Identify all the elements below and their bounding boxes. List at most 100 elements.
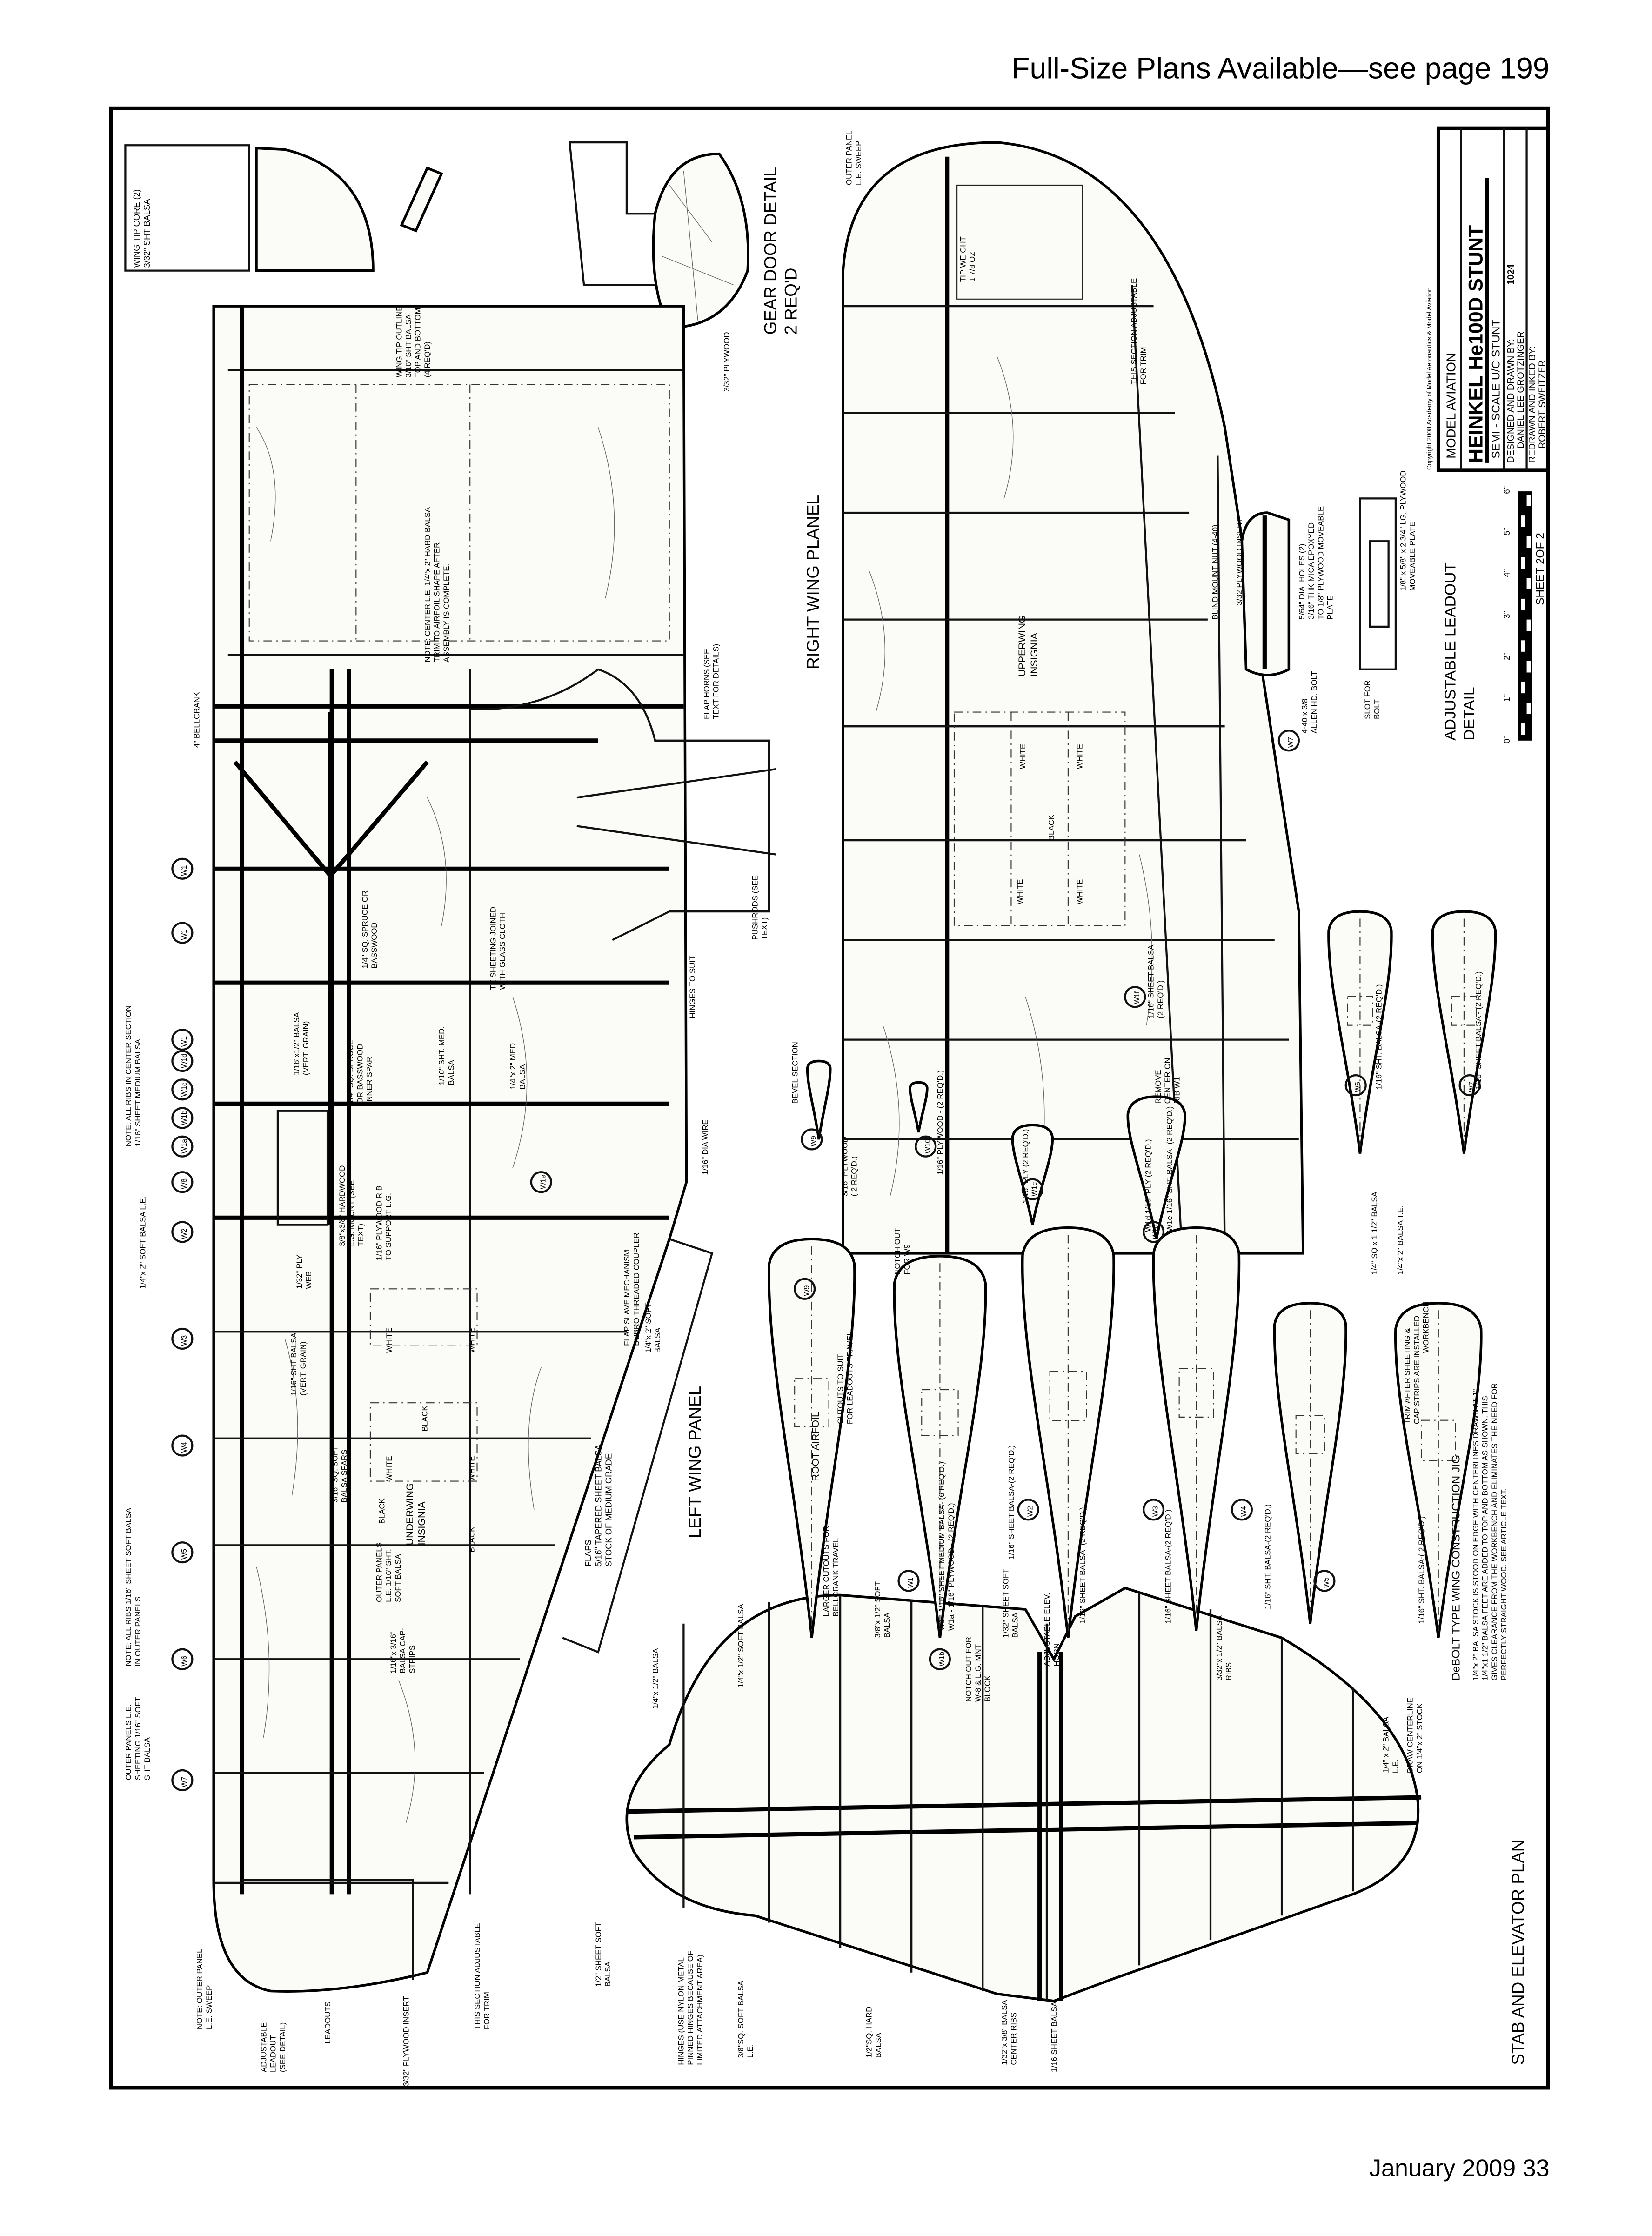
- part-tag-line: W1: [907, 1577, 915, 1588]
- rib-outline: [1011, 1124, 1054, 1225]
- rib-tag: W1b: [181, 1111, 188, 1125]
- note-dia-wire-line: 1/16" DIA WIRE: [701, 1119, 709, 1175]
- note-blind-nut-line: BLIND MOUNT NUT (4-40): [1211, 524, 1219, 619]
- publisher-name-line: MODEL AVIATION: [1444, 353, 1458, 459]
- flaps-label-line: 5/16" TAPERED SHEET BALSA: [593, 1444, 603, 1567]
- white-marking-line: WHITE: [1076, 744, 1084, 769]
- note-jig-te1: 1/4" SQ x 1 1/2" BALSA: [1370, 1191, 1379, 1274]
- note-tip-outline-line: TOP AND BOTTOM: [414, 308, 422, 378]
- rib-tag-line: W1: [181, 1036, 188, 1047]
- scale-bar-segment: [1526, 536, 1531, 548]
- black-marking: BLACK: [1047, 814, 1056, 840]
- note-stab-ribs-line: RIBS: [1224, 1662, 1233, 1680]
- part-tag-circle: [794, 1278, 816, 1300]
- note-bevel: BEVEL SECTION: [790, 1042, 799, 1104]
- note-pushrods-line: TEXT): [760, 917, 769, 940]
- part-tag-circle: [1021, 1178, 1043, 1200]
- underwing-insignia-label-line: INSIGNIA: [416, 1501, 427, 1546]
- rib-tag: W1a: [181, 1139, 188, 1154]
- note-sq-le-line: L.E.: [746, 2044, 755, 2058]
- designer-name: DANIEL LEE GROTZINGER: [1516, 331, 1526, 449]
- root-airfoil-title-line: ROOT AIRFOIL: [810, 1412, 821, 1481]
- part-tag: W9: [810, 1136, 818, 1146]
- part-tag-circle: [530, 1171, 552, 1193]
- jig-title-line: DeBOLT TYPE WING CONSTRUCTION JIG: [1450, 1455, 1463, 1680]
- part-tag: W7: [1287, 737, 1295, 748]
- note-sht-med-line: BALSA: [447, 1060, 455, 1085]
- model-name: HEINKEL He100D STUNT: [1465, 225, 1487, 463]
- note-spruce-line: BASSWOOD: [370, 922, 379, 968]
- part-tag: W4: [1240, 1506, 1248, 1517]
- note-w1f: 1/16" SHEET BALSA(2 REQ'D.): [1147, 944, 1165, 1018]
- note-leadouts: LEADOUTS: [323, 2002, 332, 2044]
- note-center-ribs-stab-line: 1/32"x 3/8" BALSA: [1000, 2000, 1009, 2065]
- scale-tick-line: 0": [1502, 736, 1512, 743]
- note-hard-sq-line: 1/2"SQ. HARD: [864, 2007, 873, 2058]
- note-center-le-line: ASSEMBLY IS COMPLETE.: [442, 564, 451, 663]
- rib-tag: W8: [181, 1178, 188, 1189]
- note-jig-text-line: GIVES CLEARANCE FROM THE WORKBENCH AND E…: [1490, 1383, 1499, 1681]
- note-w1-rib-line: W1a - 1/16" PLYWOOD - (2 REQ'D.): [947, 1503, 956, 1631]
- note-soft-2-line: 1/4"x 2" SOFT: [644, 1303, 653, 1353]
- note-ply-316-line: 3/16" PLYWOOD: [840, 1137, 849, 1196]
- part-tag-circle: [1277, 730, 1300, 752]
- scale-tick: 4": [1502, 569, 1512, 577]
- note-tip-weight-line: 1 7/8 OZ: [968, 252, 977, 282]
- rib-tag: W5: [181, 1549, 188, 1560]
- note-sheet-116: 1/16 SHEET BALSA: [1050, 2001, 1058, 2072]
- note-outer-sweep-r-line: L.E. SWEEP: [854, 141, 863, 185]
- note-ply-rib-line: 1/16" PLYWOOD RIB: [375, 1185, 383, 1260]
- note-trim-line: TRIM AFTER SHEETING &: [1403, 1328, 1412, 1425]
- rib-outline: [909, 1081, 929, 1133]
- rib-tag-line: W2: [181, 1228, 188, 1239]
- white-marking: WHITE: [1016, 879, 1024, 904]
- rib-tag-line: W1d: [181, 1053, 188, 1068]
- note-adj-leadout-line: (SEE DETAIL): [278, 2022, 287, 2072]
- note-w1d-ply-line: W1d 1/16" PLY (2 REQ'D.): [1144, 1139, 1152, 1232]
- note-jig-te2-line: 1/4"x 2" BALSA T.E.: [1396, 1205, 1405, 1275]
- redrawer-name-line: ROBERT SWEITZER: [1537, 360, 1547, 449]
- part-tag-circle: [1344, 1074, 1367, 1097]
- note-jig-le-line: L.E.: [1391, 1759, 1400, 1773]
- rib-tag-line: W1a: [181, 1139, 188, 1154]
- note-center-le-line: NOTE: CENTER L.E. 1/4"x 2" HARD BALSA: [423, 507, 432, 662]
- note-hinge-note-line: LIMITED ATTACHMENT AREA): [696, 1955, 704, 2065]
- part-tag-circle: [1142, 1221, 1165, 1243]
- part-tag: W1e: [539, 1175, 547, 1189]
- part-tag-line: W4: [1240, 1506, 1248, 1517]
- note-sheet-soft-line: BALSA: [1011, 1612, 1020, 1638]
- note-sht-med-line: 1/16" SHT. MED.: [437, 1026, 446, 1085]
- note-soft-2-line: BALSA: [653, 1327, 662, 1353]
- designed-by-label-line: DESIGNED AND DRAWN BY:: [1506, 339, 1516, 463]
- note-centerline-line: DRAW CENTERLINE: [1406, 1698, 1415, 1773]
- stab-elevator-plan: [625, 1587, 1422, 2002]
- part-tag: W1b: [938, 1652, 946, 1666]
- part-tag: W1: [907, 1577, 915, 1588]
- note-te-sheet-line: WITH GLASS CLOTH: [498, 913, 507, 990]
- note-outer-sweep-r-line: OUTER PANEL: [845, 130, 854, 185]
- note-tip-weight-line: TIP WEIGHT: [958, 236, 967, 282]
- rib-centerline: [1178, 1235, 1214, 1624]
- wing-tip-core-label-line: 3/32" SHT BALSA: [142, 199, 152, 268]
- note-vert-grain-line: 1/16"x1/2" BALSA: [292, 1012, 301, 1075]
- scale-bar-segment: [1526, 578, 1531, 589]
- wing-tip-core-label-line: WING TIP CORE (2): [132, 189, 141, 268]
- note-sheet-soft-line: 1/32" SHEET SOFT: [1001, 1569, 1010, 1638]
- rib-centerline: [1347, 918, 1373, 1147]
- note-w9-ply-line: 1/16" PLYWOOD - (2 REQ'D.): [936, 1071, 945, 1175]
- stab-title: STAB AND ELEVATOR PLAN: [1508, 1840, 1527, 2065]
- note-workbench-line: WORKBENCH: [1421, 1301, 1430, 1353]
- note-notch-w9-line: FOR W9: [903, 1244, 911, 1274]
- note-adj-trim-l-line: THIS SECTION ADJUSTABLE: [473, 1923, 482, 2029]
